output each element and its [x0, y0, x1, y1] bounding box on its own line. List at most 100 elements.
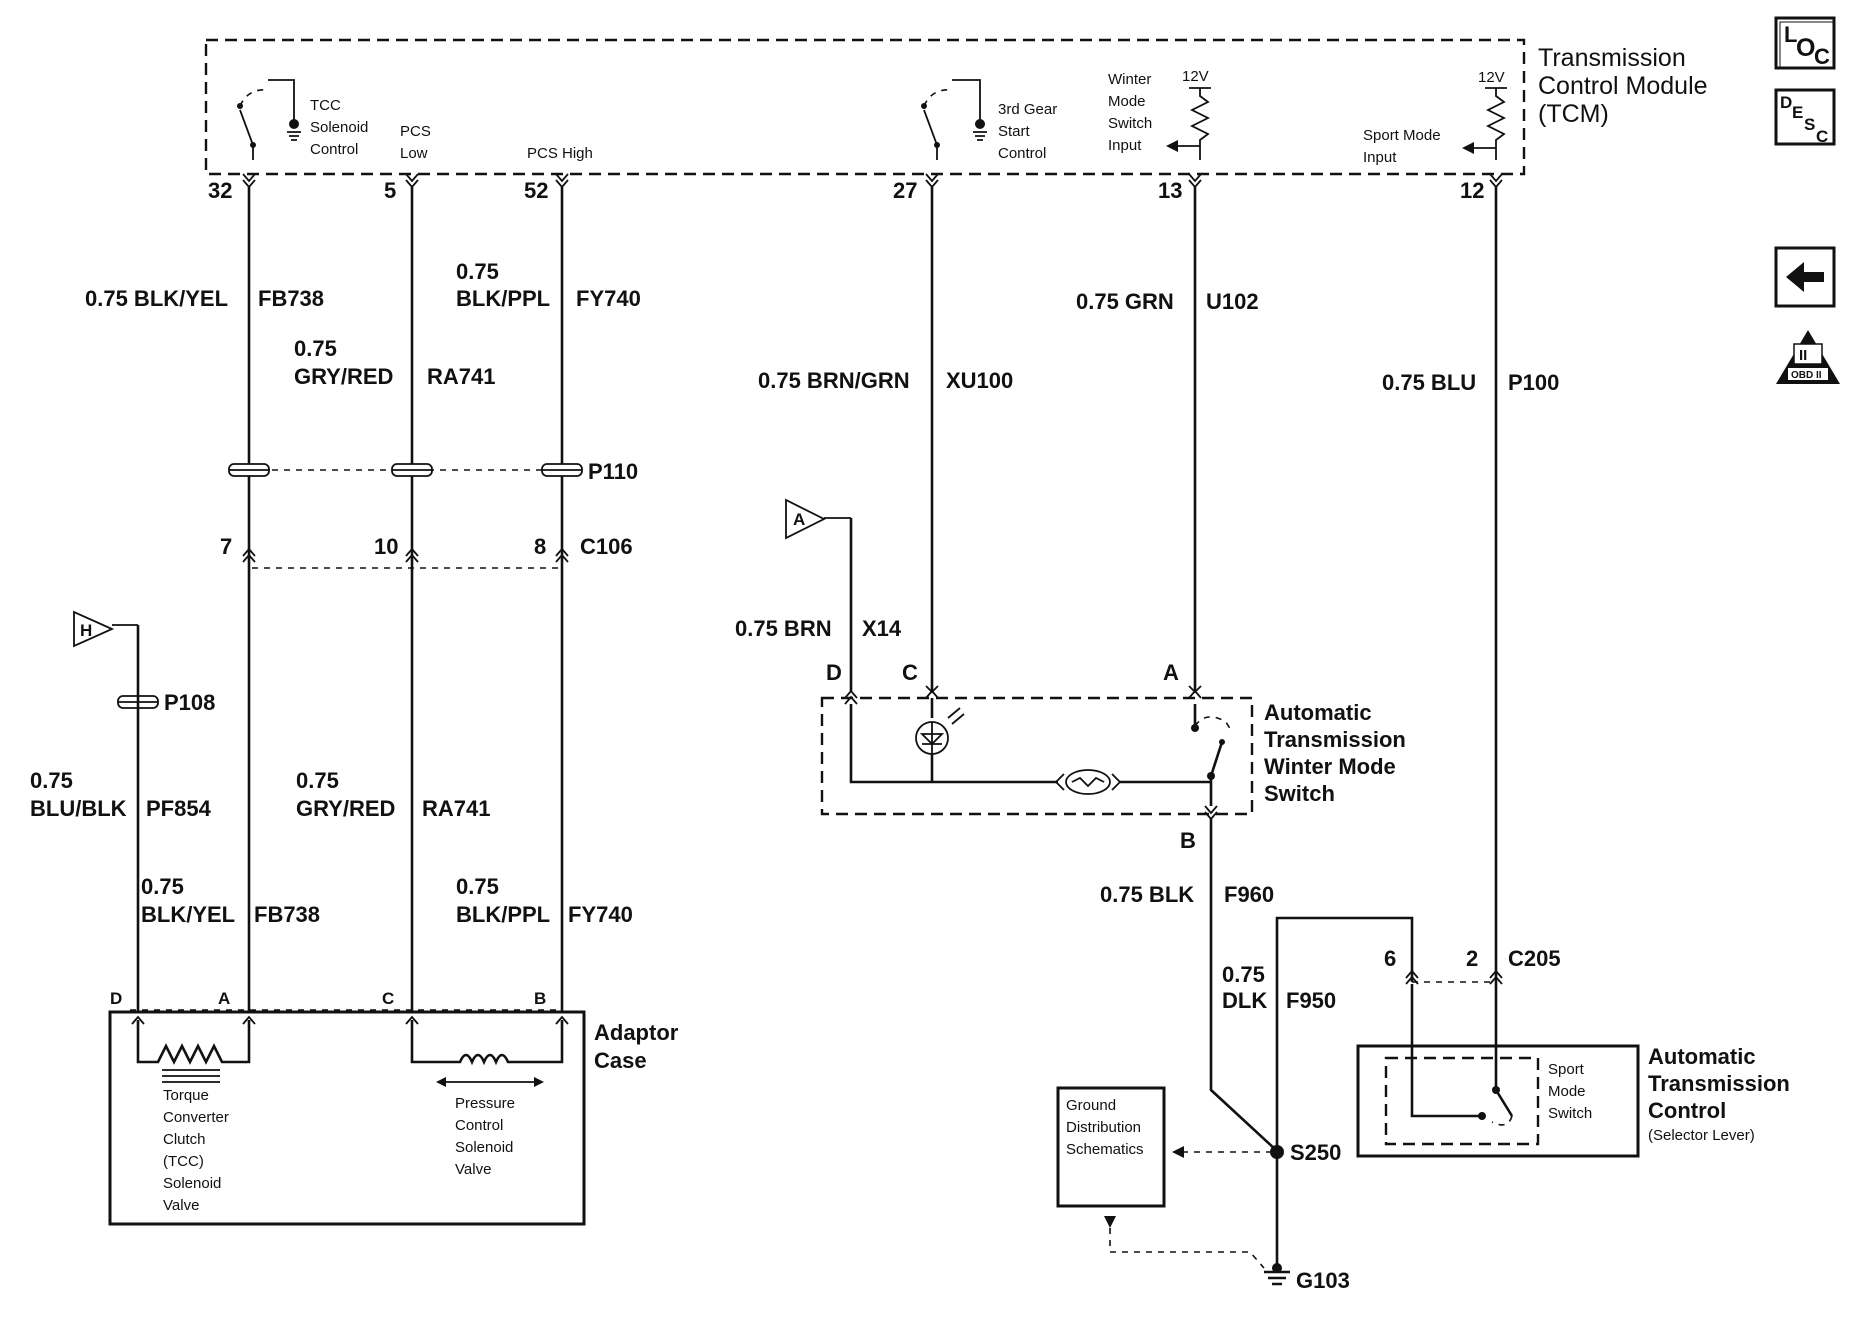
w52-color: BLK/PPL [456, 286, 550, 311]
offpage-h: H [73, 610, 138, 648]
wh-id: PF854 [146, 796, 212, 821]
wire-f960 [1209, 818, 1277, 1151]
pcs-low-label-2: Low [400, 145, 428, 162]
w13-gauge: 0.75 GRN [1076, 289, 1174, 314]
offpage-h-label: H [80, 621, 92, 640]
winter-mode-switch: D C A B Automatic Transmission Winter Mo… [820, 660, 1406, 853]
p108-label: P108 [164, 690, 215, 715]
p110-label: P110 [588, 459, 638, 484]
c106-pin-8: 8 [534, 534, 546, 559]
sport-switch-3: Switch [1548, 1105, 1592, 1122]
winter-pin-d: D [826, 660, 842, 685]
wra-id: RA741 [422, 796, 490, 821]
wa-gauge: 0.75 BRN [735, 616, 832, 641]
winter-title-3: Winter Mode [1264, 754, 1396, 779]
lower-wire-labels: 0.75 BLU/BLK PF854 0.75 GRY/RED RA741 0.… [30, 768, 633, 927]
loc-o: O [1796, 34, 1815, 62]
w5-gauge: 0.75 [294, 336, 337, 361]
loc-icon[interactable]: L O C [1774, 16, 1836, 70]
tcc-control-label-3: Control [310, 141, 358, 158]
sport-switch-1: Sport [1548, 1061, 1585, 1078]
tcc-solenoid-symbol [136, 1020, 251, 1083]
ws-gauge: 0.75 [1222, 962, 1265, 987]
winter-input: Winter Mode Switch Input 12V [1108, 68, 1211, 160]
selector-title-2: Transmission [1648, 1071, 1790, 1096]
wra-color: GRY/RED [296, 796, 395, 821]
pin-12: 12 [1460, 178, 1484, 203]
gds-1: Ground [1066, 1097, 1116, 1114]
sport-switch-border [1384, 1056, 1540, 1146]
tcc-valve-2: Converter [163, 1109, 229, 1126]
wb-gauge: 0.75 BLK [1100, 882, 1194, 907]
adaptor-case: Adaptor Case D A C B Torque Converter Cl… [108, 989, 679, 1226]
gear3-control-switch: 3rd Gear Start Control [921, 79, 1057, 162]
adaptor-pin-c: C [382, 989, 394, 1008]
w5-id: RA741 [427, 364, 495, 389]
c205-label: C205 [1508, 946, 1561, 971]
tcm-dashed-border [204, 38, 1526, 176]
tcm-title-line1: Transmission [1538, 44, 1686, 72]
tcm-pin-chevrons [242, 173, 1503, 189]
pcs-valve-2: Control [455, 1117, 503, 1134]
ws-color: DLK [1222, 988, 1267, 1013]
tcc-control-switch: TCC Solenoid Control [237, 79, 368, 160]
w13-id: U102 [1206, 289, 1259, 314]
tcc-valve-4: (TCC) [163, 1153, 204, 1170]
sport-12v: 12V [1478, 69, 1505, 86]
wfb-color: BLK/YEL [141, 902, 235, 927]
pin-13: 13 [1158, 178, 1182, 203]
w52-id: FY740 [576, 286, 641, 311]
desc-e: E [1792, 103, 1803, 122]
winter-pin-a: A [1163, 660, 1179, 685]
pin-5: 5 [384, 178, 396, 203]
wfb-gauge: 0.75 [141, 874, 184, 899]
obd-bottom: OBD II [1791, 370, 1822, 381]
desc-d: D [1780, 93, 1792, 112]
winter-12v: 12V [1182, 68, 1209, 85]
tcc-valve-3: Clutch [163, 1131, 206, 1148]
gds-box [1056, 1086, 1166, 1208]
pcs-valve-1: Pressure [455, 1095, 515, 1112]
selector-lever: Sport Mode Switch Automatic Transmission… [1356, 984, 1790, 1158]
adaptor-pin-a: A [218, 989, 230, 1008]
arrow-left-icon[interactable] [1774, 246, 1836, 308]
wires [136, 187, 1498, 1272]
wb-id: F960 [1224, 882, 1274, 907]
tcc-control-label-2: Solenoid [310, 119, 368, 136]
selector-title-4: (Selector Lever) [1648, 1127, 1755, 1144]
sport-input-label-2: Input [1363, 149, 1397, 166]
winter-switch-border [820, 696, 1254, 816]
desc-icon[interactable]: D E S C [1774, 88, 1836, 146]
pin-32: 32 [208, 178, 232, 203]
upper-wire-labels: 0.75 BLK/YEL FB738 0.75 GRY/RED RA741 0.… [85, 259, 1559, 395]
c205-connector: 6 2 C205 [1384, 946, 1561, 985]
obd-ii-icon[interactable]: II OBD II [1776, 330, 1840, 384]
obd-top: II [1799, 347, 1807, 364]
wfy-gauge: 0.75 [456, 874, 499, 899]
tcc-valve-6: Valve [163, 1197, 199, 1214]
adaptor-pin-d: D [110, 989, 122, 1008]
winter-title-1: Automatic [1264, 700, 1372, 725]
c205-pin-2: 2 [1466, 946, 1478, 971]
winter-title-4: Switch [1264, 781, 1335, 806]
loc-l: L [1784, 22, 1797, 47]
tcm-title-line2: Control Module [1538, 72, 1708, 100]
w32-id: FB738 [258, 286, 324, 311]
c106-pin-7: 7 [220, 534, 232, 559]
offpage-a-label: A [793, 510, 805, 529]
gear3-label-3: Control [998, 145, 1046, 162]
pcs-valve-3: Solenoid [455, 1139, 513, 1156]
gds-2: Distribution [1066, 1119, 1141, 1136]
tcc-valve-5: Solenoid [163, 1175, 221, 1192]
s250-splice [1270, 1145, 1284, 1159]
selector-box [1356, 1044, 1640, 1158]
adaptor-case-box [108, 1010, 586, 1226]
c205-pin-6: 6 [1384, 946, 1396, 971]
w52-gauge: 0.75 [456, 259, 499, 284]
gear3-label-2: Start [998, 123, 1031, 140]
gds-3: Schematics [1066, 1141, 1144, 1158]
gear3-label-1: 3rd Gear [998, 101, 1057, 118]
w12-gauge: 0.75 BLU [1382, 370, 1476, 395]
winter-input-label-2: Mode [1108, 93, 1146, 110]
